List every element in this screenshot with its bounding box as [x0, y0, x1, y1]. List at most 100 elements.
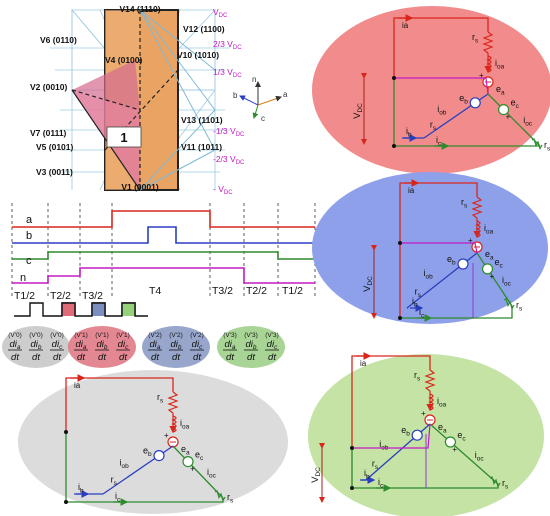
neutral-wire [394, 77, 489, 95]
resistor-rs-c [531, 138, 543, 151]
vector-v11-label: V11 (1011) [181, 142, 222, 152]
interval-t1-left: T1/2 [14, 290, 35, 302]
vector-v1-label: V1 (0001) [121, 182, 158, 192]
rs-a-label: rs [157, 392, 163, 405]
derivative-numerator: dia [224, 339, 235, 351]
derivative-numerator: dic [118, 339, 129, 351]
pulse-red [62, 303, 75, 316]
signal-b [12, 226, 315, 244]
node-dot [398, 241, 402, 245]
vector-v13-label: V13 (1101) [181, 115, 223, 125]
phase-c-wire [487, 93, 541, 147]
vector-v12-label: V12 (1100) [183, 24, 225, 34]
derivative-numerator: dic [267, 339, 278, 351]
derivative-superscript: (V'2) [169, 332, 183, 339]
derivative-denominator: dt [151, 352, 159, 363]
derivative-superscript: (V'3) [244, 332, 258, 339]
signal-n [12, 267, 315, 284]
derivative-denominator: dt [247, 352, 255, 363]
ia-label: ia [74, 381, 81, 390]
axes-tripod: n b a c [233, 75, 288, 123]
vector-v14-label: V14 (1110) [119, 4, 160, 14]
space-vector-diagram: 1 V14 (1110) V12 (1100) V6 (0110) V4 (01… [30, 4, 288, 196]
ic-loop [351, 448, 499, 489]
phase-c-wire [429, 423, 499, 485]
level-2-3-vdc: 2/3 VDC [213, 39, 242, 51]
level-neg-2-3-vdc: -2/3 VDC [213, 154, 245, 166]
signal-c-label: c [26, 255, 32, 267]
ec-label: ec [495, 257, 504, 270]
phase-a-wire [65, 377, 174, 432]
derivative-numerator: dib [96, 339, 107, 351]
phase-c-wire [476, 252, 513, 307]
signal-a [12, 210, 315, 228]
interval-t2-left: T2/2 [50, 290, 71, 302]
derivative-numerator: dia [75, 339, 86, 351]
derivative-group-bubble [217, 326, 285, 368]
interval-t4: T4 [149, 285, 161, 297]
interval-t1-right: T1/2 [282, 285, 303, 297]
derivative-group-bubble [142, 326, 210, 368]
source-eb [457, 258, 469, 270]
source-eb [153, 449, 165, 462]
ic-loop [400, 306, 513, 319]
ic-label: ic [115, 491, 121, 504]
region-label: 1 [120, 130, 127, 145]
vector-v5-label: V5 (0101) [36, 142, 73, 152]
vector-v3-label: V3 (0011) [36, 167, 73, 177]
derivative-groups: (V'0)diadt(V'0)dibdt(V'0)dicdt(V'1)diadt… [2, 326, 285, 368]
inductor-a [475, 220, 481, 238]
ic-loop [65, 432, 224, 503]
derivative-denominator: dt [53, 352, 61, 363]
ib-label: ib [364, 468, 370, 481]
derivative-group-bubble [2, 326, 70, 368]
derivative-superscript: (V'0) [8, 332, 22, 339]
ic-label: ic [436, 135, 442, 148]
vector-v6-label: V6 (0110) [40, 35, 77, 45]
rs-a-label: rs [472, 32, 478, 45]
ia-label: ia [408, 186, 415, 195]
ec-plus: + [490, 272, 495, 281]
eb-label: eb [459, 93, 468, 106]
ea-label: ea [485, 249, 494, 262]
vdc-label: VDC [352, 103, 364, 119]
node-dot [392, 76, 396, 80]
ea-plus: + [421, 409, 426, 418]
ib-label: ib [406, 126, 412, 139]
eb-label: eb [401, 425, 410, 438]
ic-label: ic [378, 477, 384, 490]
sector-edge [71, 89, 141, 191]
derivative-numerator: dic [192, 339, 203, 351]
inductor-a [428, 393, 434, 411]
region-label-box [106, 126, 142, 148]
derivative-denominator: dt [77, 352, 85, 363]
eb-label: eb [447, 254, 456, 267]
rs-b-label: rs [415, 287, 421, 300]
interval-t2-right: T2/2 [246, 285, 267, 297]
circuit-background [18, 370, 288, 514]
vector-v4-label: V4 (0100) [105, 55, 142, 65]
level-neg-vdc: - VDC [213, 184, 233, 196]
ea-plus: + [468, 236, 473, 245]
ec-label: ec [457, 430, 466, 443]
inductor-a [486, 55, 492, 73]
derivative-numerator: dib [170, 339, 181, 351]
derivative-numerator: dib [245, 339, 256, 351]
iob-label: iob [437, 104, 447, 117]
derivative-denominator: dt [226, 352, 234, 363]
node-dot [350, 446, 354, 450]
pulse-blue [92, 303, 105, 316]
rs-c-label: rs [516, 300, 522, 313]
derivative-denominator: dt [11, 352, 19, 363]
phase-a-wire [399, 182, 478, 318]
ioa-label: ioa [437, 396, 447, 409]
ia-label: ia [402, 21, 409, 30]
